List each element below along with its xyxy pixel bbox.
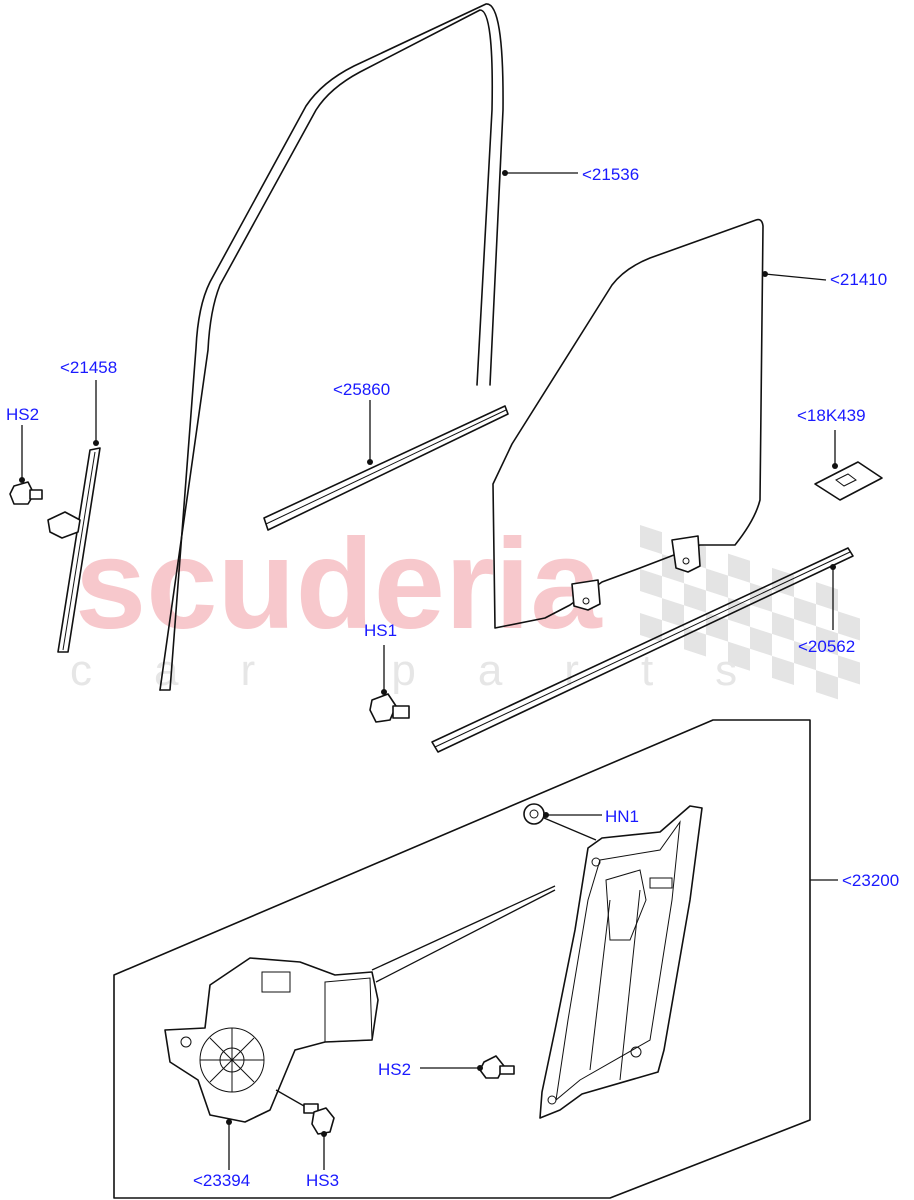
watermark-brand: scuderia — [75, 513, 602, 656]
callout-20562: <20562 — [798, 637, 855, 656]
callout-hs2-bottom: HS2 — [378, 1060, 411, 1079]
regulator-motor — [164, 957, 379, 1123]
callout-21536: <21536 — [582, 165, 639, 184]
watermark-tagline: car parts — [70, 646, 799, 695]
nut-hn1 — [523, 803, 545, 825]
regulator-assembly-frame — [113, 719, 811, 1199]
glass-run-rear — [47, 447, 101, 653]
callout-18k439: <18K439 — [797, 406, 866, 425]
callout-23200: <23200 — [842, 871, 899, 890]
belt-weatherstrip-inner — [263, 405, 509, 531]
bolt-hs1 — [369, 693, 410, 723]
callout-21458: <21458 — [60, 358, 117, 377]
window-regulator — [539, 805, 703, 1119]
callout-hn1: HN1 — [605, 807, 639, 826]
bolt-hs2-top — [9, 481, 43, 505]
label-part-18k439 — [814, 461, 883, 501]
callout-hs2-top: HS2 — [6, 405, 39, 424]
checkered-flag-watermark — [640, 525, 860, 700]
bolt-hs3 — [303, 1103, 335, 1135]
callout-23394: <23394 — [193, 1171, 250, 1190]
belt-weatherstrip-outer — [431, 547, 854, 753]
callout-21410: <21410 — [830, 270, 887, 289]
callout-hs1: HS1 — [364, 621, 397, 640]
callout-hs3: HS3 — [306, 1171, 339, 1190]
callout-25860: <25860 — [333, 380, 390, 399]
watermark: scuderia car parts — [70, 513, 860, 700]
door-run-channel — [159, 3, 504, 691]
bolt-hs2-bottom — [479, 1055, 515, 1079]
door-glass — [492, 218, 764, 629]
